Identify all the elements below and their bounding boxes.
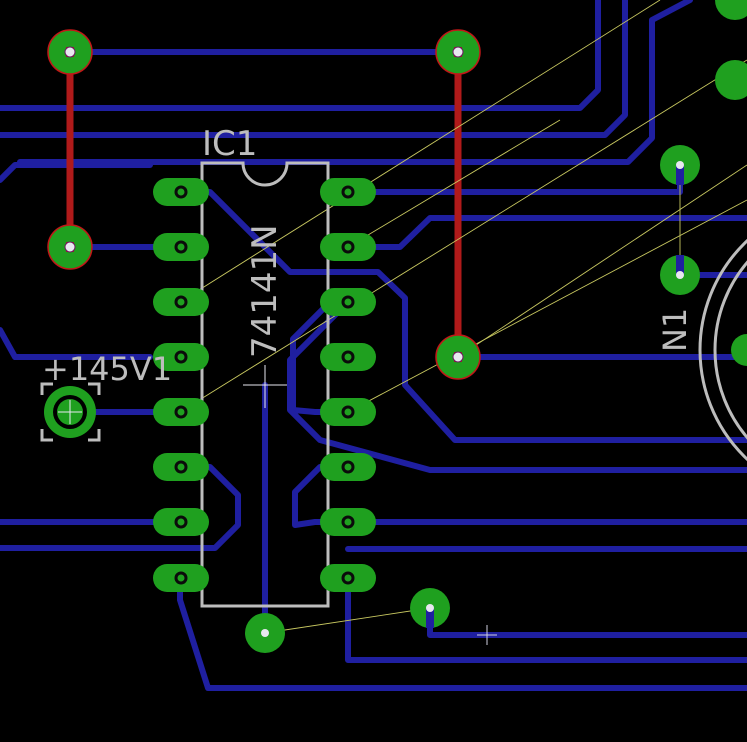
ic1-outline <box>200 161 330 608</box>
tube-name-label: N1 <box>656 308 694 352</box>
pad-edge-1 <box>715 60 747 100</box>
ic-pad-11 <box>320 343 376 371</box>
top-layer-traces[interactable] <box>66 52 462 357</box>
ic1-drills <box>174 185 355 585</box>
pad-edge-2 <box>731 334 747 366</box>
ic-pad-4 <box>153 343 209 371</box>
ic-pad-3 <box>153 288 209 316</box>
trace-top-3 <box>17 0 693 165</box>
trace-pin9b <box>345 575 747 663</box>
ic-pad-8b <box>320 564 376 592</box>
ic-pad-14 <box>320 178 376 206</box>
ic-value-label: 74141N <box>245 224 285 358</box>
trace-pin1-route <box>177 189 747 443</box>
trace-left-upper <box>0 162 153 183</box>
via-centers <box>64 46 684 637</box>
airwires <box>179 0 747 634</box>
ic-pad-1 <box>153 178 209 206</box>
ic-pad-7 <box>153 508 209 536</box>
crosshair-cursor-icon <box>477 625 497 645</box>
ic-pad-9 <box>320 453 376 481</box>
connector-outline <box>40 382 101 442</box>
connector-origin-cross <box>58 400 82 424</box>
pad-edge-0 <box>715 0 747 20</box>
ic-pad-13 <box>320 233 376 261</box>
ic-pad-6 <box>153 453 209 481</box>
origin-cross-icon <box>243 365 287 408</box>
ic-pad-10 <box>320 398 376 426</box>
ic1-pads[interactable] <box>153 178 376 592</box>
ic-pad-9b <box>320 508 376 536</box>
tube-n1-outline <box>698 238 747 462</box>
ic-pad-2 <box>153 233 209 261</box>
connector-name-label: +145V1 <box>42 350 172 388</box>
ic-name-label: IC1 <box>202 124 257 164</box>
trace-left-lower <box>0 327 153 360</box>
ic-pad-12 <box>320 288 376 316</box>
trace-top-2 <box>0 0 628 138</box>
trace-pin11-route <box>287 299 747 473</box>
ic-pad-8 <box>153 564 209 592</box>
ic-pad-5 <box>153 398 209 426</box>
trace-top-1 <box>0 0 601 111</box>
